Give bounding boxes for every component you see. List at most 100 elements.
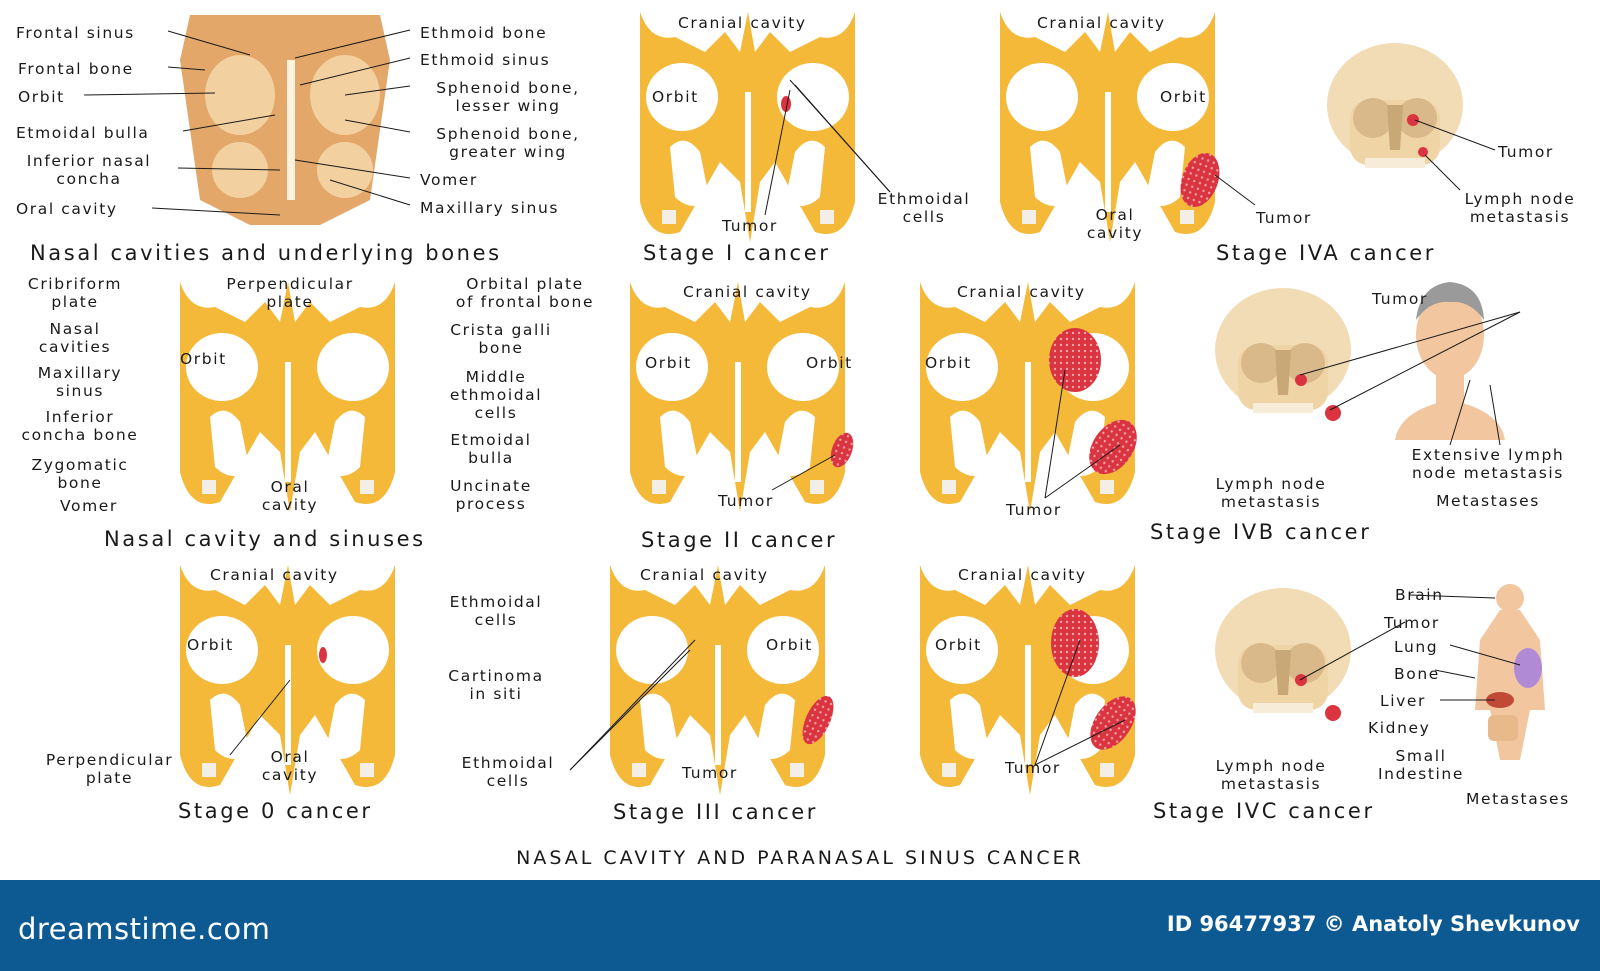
ivb-label-extensive-2: node metastasis <box>1393 464 1583 482</box>
ivc-label-liver: Liver <box>1380 692 1426 710</box>
sinuses-label-crista-2: bone <box>436 339 566 357</box>
sinuses-label-middle-2: ethmoidal <box>436 386 556 404</box>
stage3b-label-cranial: Cranial cavity <box>958 566 1087 584</box>
caption-stage0: Stage 0 cancer <box>178 799 373 823</box>
caption-stage-iva: Stage IVA cancer <box>1216 241 1436 265</box>
stage-iva-skull <box>1327 43 1463 168</box>
stage-ivb-skull <box>1215 288 1351 421</box>
stage-ivc-skull <box>1215 588 1351 721</box>
stage3-frame <box>610 565 840 795</box>
ivc-label-kidney: Kidney <box>1368 719 1430 737</box>
stage0-label-oral: Oral <box>250 748 330 766</box>
caption-stage-ivb: Stage IVB cancer <box>1150 520 1371 544</box>
stage2-label-orbit-left: Orbit <box>645 354 692 372</box>
stage0-label-ethmoidal-1: Ethmoidal <box>436 593 556 611</box>
sinuses-label-maxillary-1: Maxillary <box>20 364 140 382</box>
label-ethmoid-sinus: Ethmoid sinus <box>420 51 550 69</box>
stage2-label-orbit-right: Orbit <box>806 354 853 372</box>
stage3-label-orbit: Orbit <box>766 636 813 654</box>
sinuses-label-inferior-1: Inferior <box>5 408 155 426</box>
sinuses-label-middle-1: Middle <box>436 368 556 386</box>
ivc-label-brain: Brain <box>1395 586 1444 604</box>
stage2-label-cranial: Cranial cavity <box>683 283 812 301</box>
label-ethmoid-bone: Ethmoid bone <box>420 24 547 42</box>
ivb-label-extensive-1: Extensive lymph <box>1393 446 1583 464</box>
label-orbit: Orbit <box>18 88 65 106</box>
sinuses-label-orbital-2: of frontal bone <box>436 293 614 311</box>
sinuses-label-vomer: Vomer <box>60 497 118 515</box>
sinuses-label-etmoidal-2: bulla <box>436 449 546 467</box>
stage3b-label-tumor: Tumor <box>1005 759 1061 777</box>
stage1-label-orbit: Orbit <box>652 88 699 106</box>
caption-stage2: Stage II cancer <box>641 528 837 552</box>
sinuses-label-cavity: cavity <box>250 496 330 514</box>
stage0-label-cavity: cavity <box>250 766 330 784</box>
sinuses-label-middle-3: cells <box>436 404 556 422</box>
stage2-frame <box>630 282 858 512</box>
ivc-label-tumor: Tumor <box>1384 614 1440 632</box>
stage0-label-ethmoidal-2: cells <box>436 611 556 629</box>
main-title: NASAL CAVITY AND PARANASAL SINUS CANCER <box>0 847 1600 869</box>
stage1-label-ethmoidal-2: cells <box>864 208 984 226</box>
iva-left-label-tumor: Tumor <box>1256 209 1312 227</box>
ivb-label-metastases: Metastases <box>1418 492 1558 510</box>
label-sphenoid-greater-1: Sphenoid bone, <box>418 125 598 143</box>
stage1-label-ethmoidal-1: Ethmoidal <box>864 190 984 208</box>
label-vomer: Vomer <box>420 171 478 189</box>
brand-logo[interactable]: dreamstime.com <box>18 912 270 946</box>
iva-left-label-orbit: Orbit <box>1160 88 1207 106</box>
stage0-label-perp-2: plate <box>22 769 197 787</box>
ivb-label-lymph-2: metastasis <box>1196 493 1346 511</box>
sinuses-label-zygomatic-1: Zygomatic <box>20 456 140 474</box>
sinuses-label-orbital-1: Orbital plate <box>436 275 614 293</box>
ivc-label-lymph-1: Lymph node <box>1196 757 1346 775</box>
caption-stage3: Stage III cancer <box>613 800 818 824</box>
caption-stage1: Stage I cancer <box>643 241 830 265</box>
sinuses-label-nasal-1: Nasal <box>20 320 130 338</box>
label-etmoidal-bulla: Etmoidal bulla <box>16 124 150 142</box>
illustration-art <box>0 0 1600 880</box>
ivb-label-lymph-1: Lymph node <box>1196 475 1346 493</box>
ivc-label-indestine: Indestine <box>1366 765 1476 783</box>
label-oral-cavity: Oral cavity <box>16 200 118 218</box>
iva-label-lymph-1: Lymph node <box>1450 190 1590 208</box>
label-sphenoid-lesser-1: Sphenoid bone, <box>418 79 598 97</box>
stage1-frame <box>640 12 855 242</box>
sinuses-label-orbit: Orbit <box>180 350 227 368</box>
ivc-label-metastases: Metastases <box>1466 790 1570 808</box>
sinuses-label-nasal-2: cavities <box>20 338 130 356</box>
stage2b-frame <box>920 282 1147 512</box>
label-frontal-sinus: Frontal sinus <box>16 24 135 42</box>
sinuses-label-zygomatic-2: bone <box>20 474 140 492</box>
label-maxillary-sinus: Maxillary sinus <box>420 199 559 217</box>
stage3-label-tumor: Tumor <box>682 764 738 782</box>
sinuses-label-inferior-2: concha bone <box>5 426 155 444</box>
iva-label-tumor: Tumor <box>1498 143 1554 161</box>
sinuses-label-maxillary-2: sinus <box>20 382 140 400</box>
label-frontal-bone: Frontal bone <box>18 60 134 78</box>
iva-left-label-cavity: cavity <box>1075 224 1155 242</box>
caption-stage-ivc: Stage IVC cancer <box>1153 799 1375 823</box>
sinuses-label-cribriform-1: Cribriform <box>10 275 140 293</box>
stage3-label-ethmoidal-1: Ethmoidal <box>448 754 568 772</box>
stage2b-label-tumor: Tumor <box>1006 501 1062 519</box>
label-sphenoid-greater-2: greater wing <box>418 143 598 161</box>
stage3b-label-orbit: Orbit <box>935 636 982 654</box>
image-credit: ID 96477937 © Anatoly Shevkunov <box>1167 912 1580 936</box>
iva-label-lymph-2: metastasis <box>1450 208 1590 226</box>
caption-anatomy: Nasal cavities and underlying bones <box>30 241 502 265</box>
stage2-label-tumor: Tumor <box>718 492 774 510</box>
sinuses-label-perp-2: plate <box>210 293 370 311</box>
iva-left-label-oral: Oral <box>1075 206 1155 224</box>
sinuses-label-uncinate-1: Uncinate <box>436 477 546 495</box>
sinuses-label-cribriform-2: plate <box>10 293 140 311</box>
stage1-label-cranial: Cranial cavity <box>678 14 807 32</box>
stage3-label-ethmoidal-2: cells <box>448 772 568 790</box>
stage1-label-tumor: Tumor <box>722 217 778 235</box>
stage0-label-cartinoma-2: in siti <box>436 685 556 703</box>
ivc-label-lymph-2: metastasis <box>1196 775 1346 793</box>
ivc-label-bone: Bone <box>1394 665 1440 683</box>
ivc-label-small: Small <box>1366 747 1476 765</box>
stage-ivc-body <box>1475 584 1545 760</box>
stage0-label-perp-1: Perpendicular <box>22 751 197 769</box>
